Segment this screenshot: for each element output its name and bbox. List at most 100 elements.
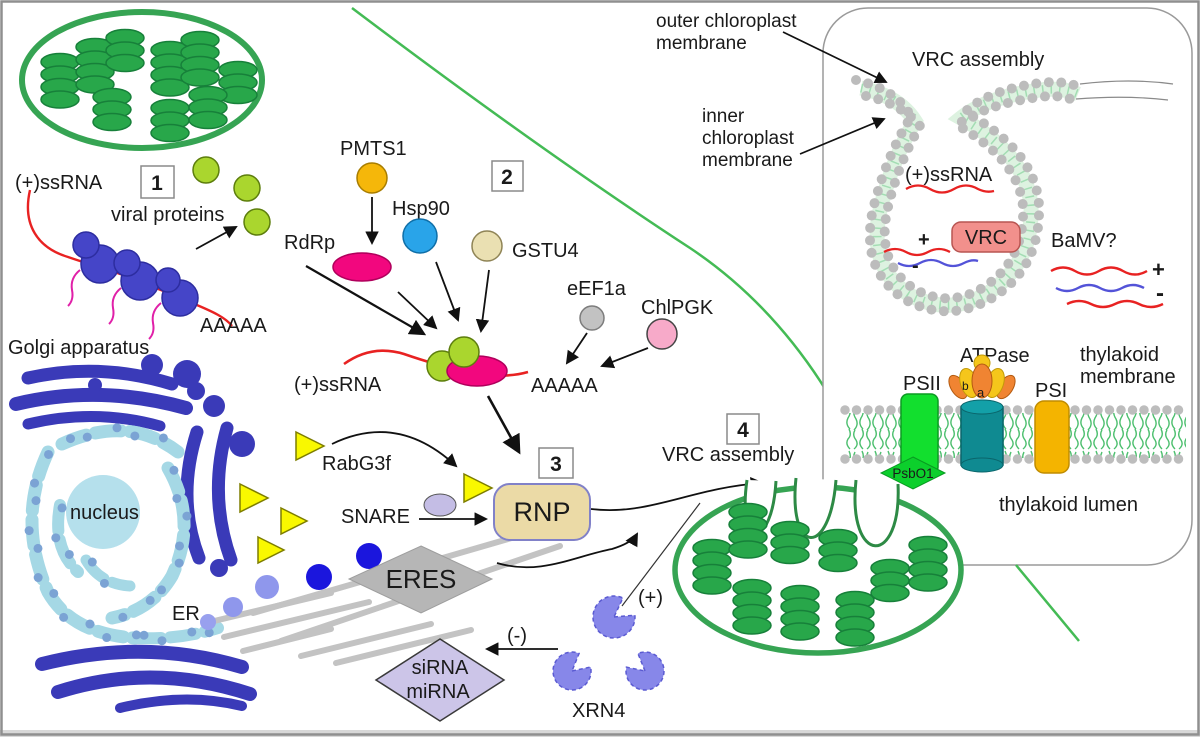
plus-rna-export-line: [621, 502, 701, 607]
vesicle-plus-label: +: [918, 229, 930, 251]
eres-site: [347, 545, 494, 614]
gstu4-label: GSTU4: [512, 240, 579, 262]
mirna-label: miRNA: [406, 681, 470, 703]
step2-host-factors: PMTS1 2 Hsp90 RdRp GSTU4 eEF1a ChlPGK (+…: [284, 138, 714, 455]
snare-label: SNARE: [341, 506, 410, 528]
vrc-box: [951, 221, 1021, 253]
golgi-label: Golgi apparatus: [8, 337, 149, 359]
pmts1-label: PMTS1: [340, 138, 407, 160]
step2-badge-number: 2: [501, 166, 513, 189]
vrc-label: VRC: [965, 227, 1007, 249]
thylakoid-membrane-section: PSII PsbO1 ATPase b a PSI thylak: [840, 344, 1191, 516]
outer-membrane-arrow: [782, 31, 888, 84]
minus-strand-label: (-): [507, 625, 527, 647]
nucleus-label: nucleus: [70, 502, 139, 524]
step1-badge-number: 1: [151, 172, 163, 195]
psii-label: PSII: [903, 373, 941, 395]
complex-viral-protein-2: [448, 336, 480, 368]
step2-polya-label: AAAAA: [531, 375, 598, 397]
rabg3f-vesicles: [239, 430, 494, 565]
cell-boundary-segment: [1015, 564, 1080, 642]
inner-membrane-label-line2: chloroplast: [702, 128, 795, 149]
nucleus-rough-er: nucleus ER: [24, 423, 224, 646]
step1-badge: [140, 165, 175, 199]
psi-protein: [1034, 400, 1070, 474]
outer-membrane-line: [1079, 80, 1174, 85]
translation-arrow: [195, 226, 238, 250]
outer-membrane-label-line1: outer chloroplast: [656, 11, 797, 32]
thylakoid-lipid-tails: [845, 413, 1186, 458]
vesicle-minus-rna: [897, 258, 979, 268]
rnp-to-chloroplast-arrow: [590, 477, 765, 511]
snare-protein: [423, 493, 457, 517]
vrc-assembly-label: VRC assembly: [662, 444, 794, 466]
bamv-plus-label: +: [1152, 257, 1165, 282]
vesicle-ssrna-label: (+)ssRNA: [905, 164, 993, 186]
step1-translation: (+)ssRNA 1 viral proteins AAAAA: [15, 156, 271, 340]
nucleus-body: [66, 475, 140, 549]
chloroplast-invagination-vesicle: [851, 75, 1174, 317]
step3-badge: [538, 447, 574, 479]
step4-badge-number: 4: [737, 419, 749, 442]
hsp90-label: Hsp90: [392, 198, 450, 220]
er-tubules: [207, 525, 563, 666]
bamv-plus-strand-1: [1050, 266, 1148, 276]
eres-to-chloroplast-arrow: [496, 532, 638, 569]
rabg3f-arrow: [331, 431, 458, 468]
atpase-label: ATPase: [960, 345, 1030, 367]
sirna-label: siRNA: [412, 657, 469, 679]
thylakoid-lumen-label: thylakoid lumen: [999, 494, 1138, 516]
golgi-vesicles: [88, 354, 255, 577]
xrn4-label: XRN4: [572, 700, 625, 722]
ribosomes: [72, 231, 199, 317]
step4-badge: [726, 413, 760, 445]
recruitment-arrows: [305, 197, 649, 369]
step2-badge: [491, 160, 524, 192]
atpase-cylinder: [960, 406, 1004, 466]
step1-ssrna-label: (+)ssRNA: [15, 172, 103, 194]
atpase-subunit-a-label: a: [977, 385, 985, 400]
psbo1-protein: [879, 456, 947, 490]
atpase-protein: b a: [948, 354, 1016, 473]
inner-membrane-line: [1075, 96, 1169, 101]
complex-to-rnp-arrow: [486, 395, 521, 455]
gstu4-protein: [471, 230, 503, 262]
chlpgk-label: ChlPGK: [641, 297, 714, 319]
bamv-minus-strand: [1055, 283, 1145, 293]
inner-membrane-arrow: [799, 117, 886, 155]
inset-panel: VRC assembly outer chloroplast membrane …: [656, 7, 1193, 566]
nascent-peptides: [67, 269, 162, 340]
viral-proteins-label: viral proteins: [111, 204, 224, 226]
psi-label: PSI: [1035, 380, 1067, 402]
step3-badge-number: 3: [550, 453, 562, 476]
eef1a-label: eEF1a: [567, 278, 627, 300]
vesicle-plus-strand-rna: [905, 184, 995, 194]
bamv-plus-strand-2: [1066, 299, 1164, 309]
er-ribosome-dots: [24, 423, 214, 646]
er-label: ER: [172, 603, 200, 625]
plus-strand-label: (+): [638, 587, 663, 609]
eef1a-protein: [579, 305, 605, 331]
rdrp-protein: [332, 252, 392, 282]
rna-decay: (+) XRN4 (-) siRNA miRNA: [374, 502, 701, 722]
inner-bead-chain: [861, 91, 1081, 304]
cell-boundary-curve: [351, 7, 860, 449]
silencing-diamond: [374, 638, 506, 722]
thylakoid-membrane-label-line2: membrane: [1080, 366, 1176, 388]
rnp-label: RNP: [513, 497, 570, 527]
chlpgk-protein: [646, 318, 678, 350]
psbo1-label: PsbO1: [892, 466, 933, 481]
chloroplast-healthy: [19, 9, 265, 151]
step2-ssrna-label: (+)ssRNA: [294, 374, 382, 396]
rabg3f-label: RabG3f: [322, 453, 391, 475]
atpase-subunit-b-label: b: [962, 379, 969, 393]
inner-membrane-label-line1: inner: [702, 106, 745, 127]
eres-label: ERES: [386, 564, 457, 594]
chloroplast-infected: [672, 477, 964, 656]
bamv-label: BaMV?: [1051, 230, 1117, 252]
hsp90-protein: [402, 218, 438, 254]
step1-polya-label: AAAAA: [200, 315, 267, 337]
pmts1-protein: [356, 162, 388, 194]
